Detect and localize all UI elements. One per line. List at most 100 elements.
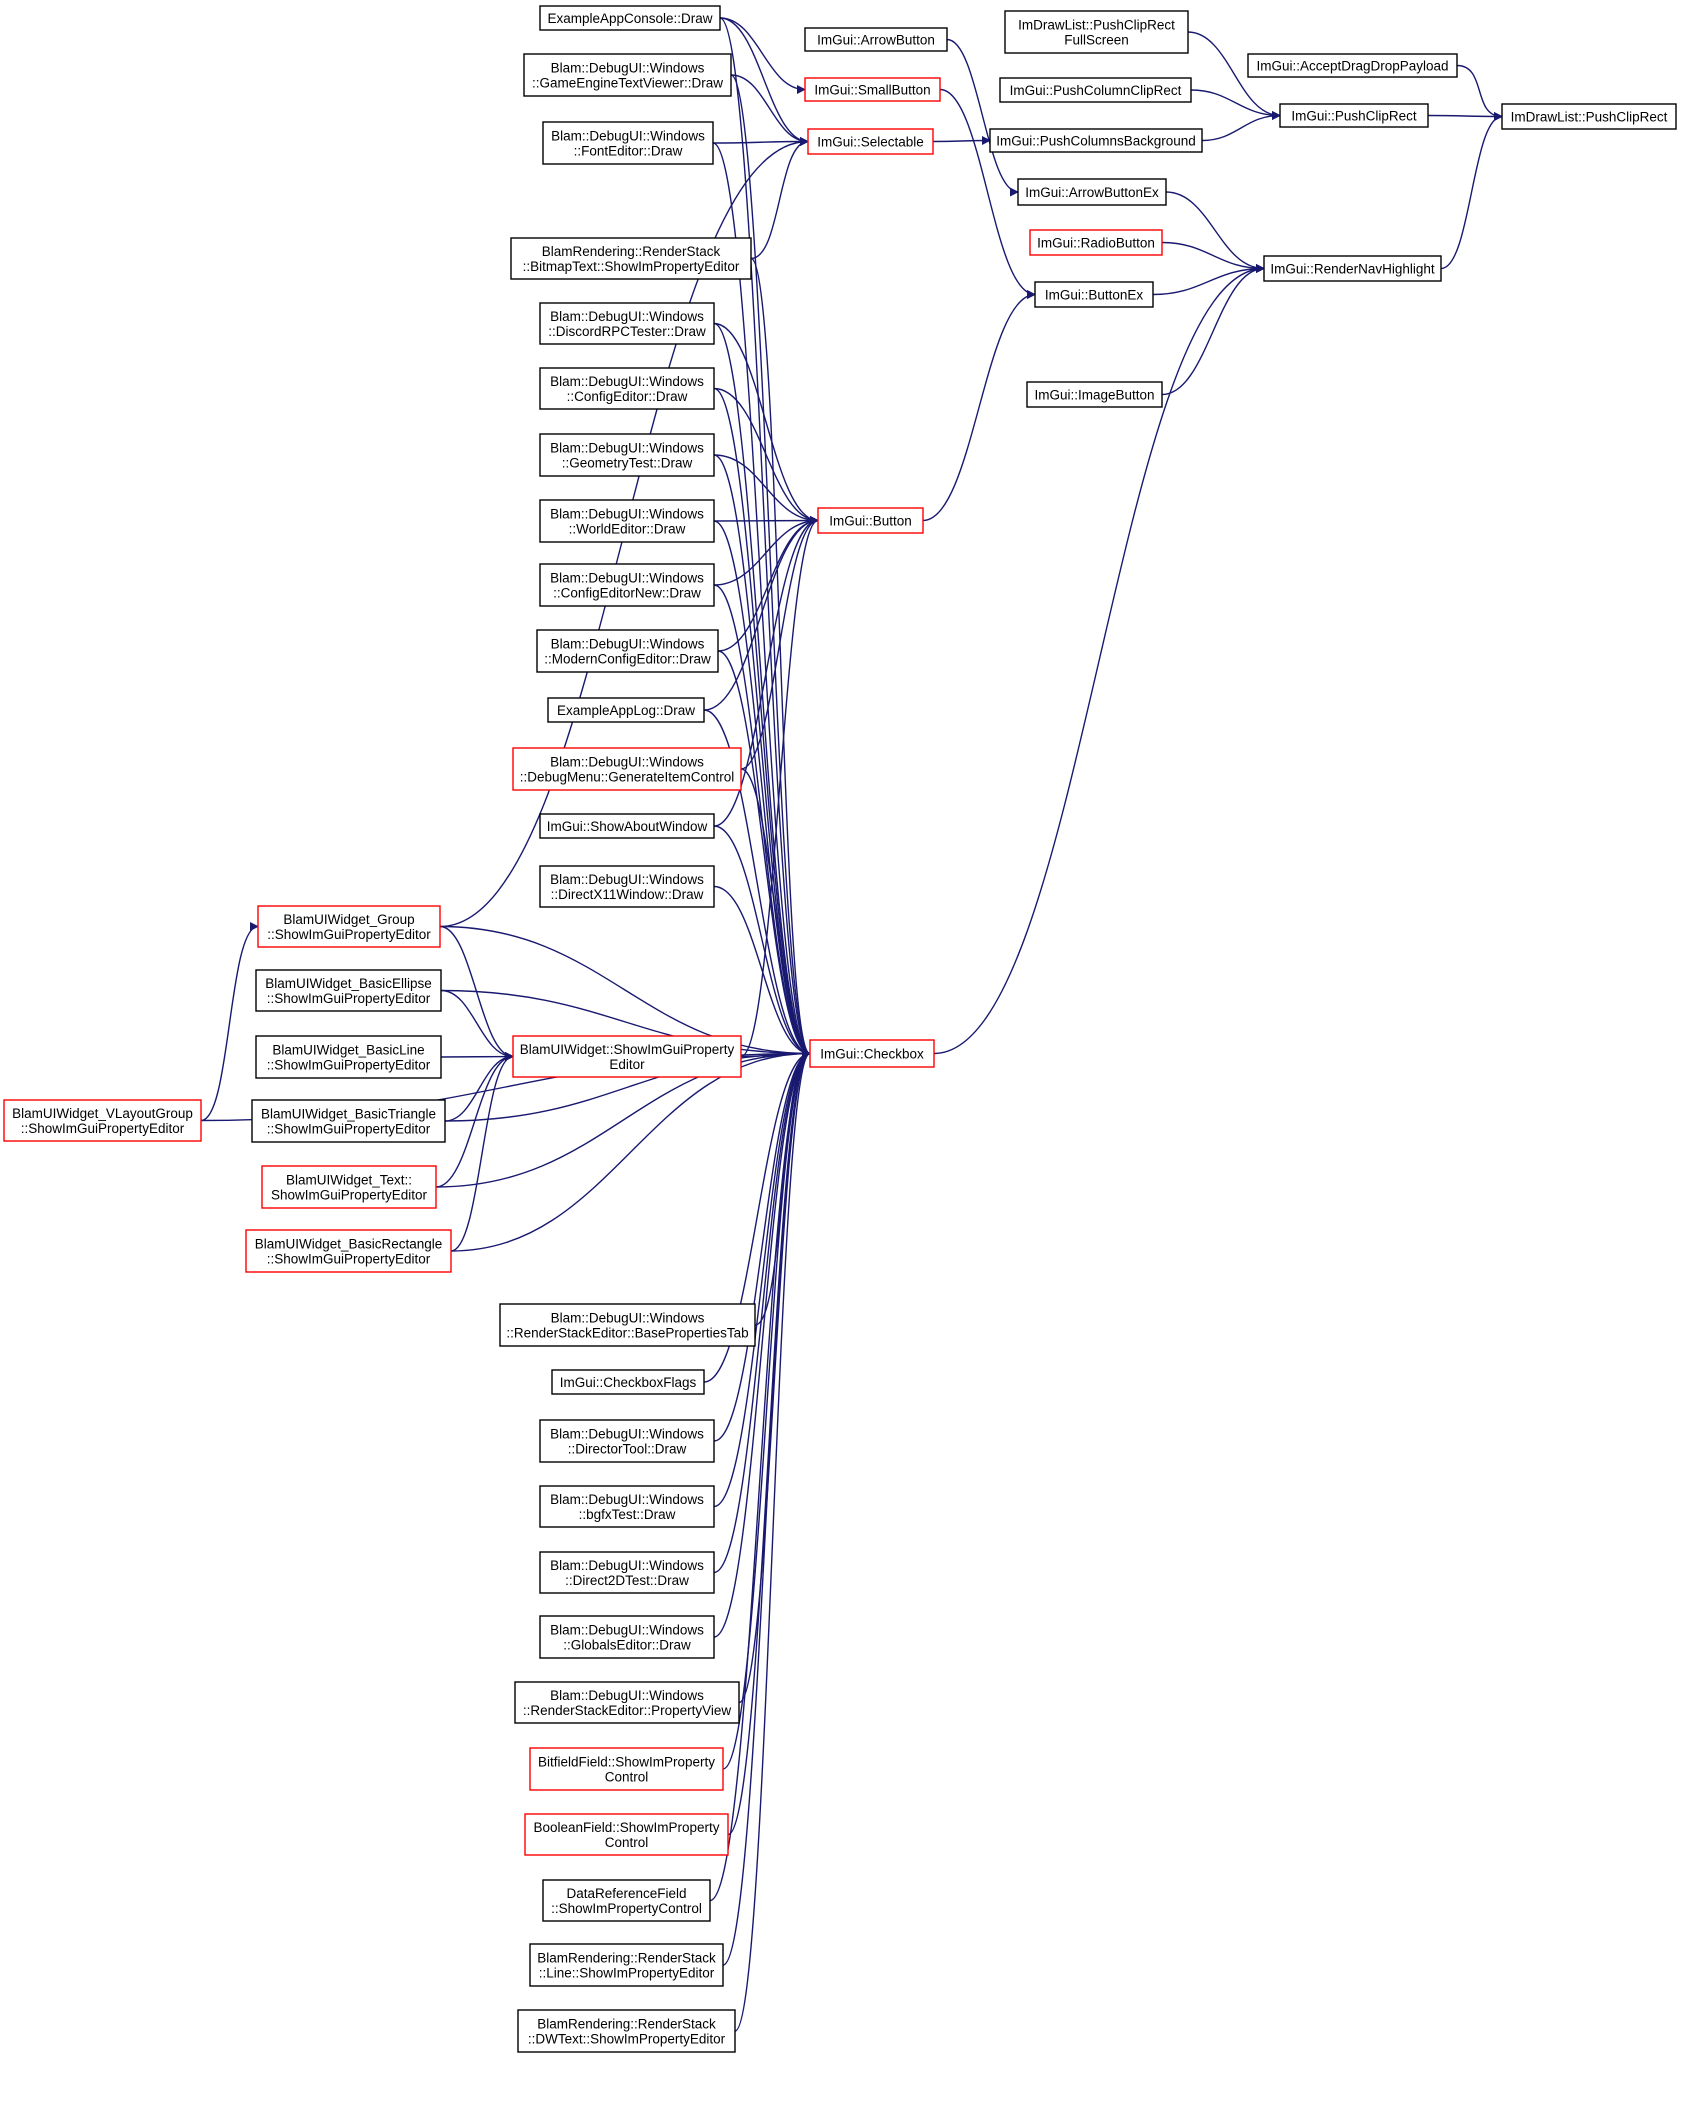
node-wline[interactable]: BlamUIWidget_BasicLine::ShowImGuiPropert… [255,1035,442,1079]
node-d2d[interactable]: Blam::DebugUI::Windows::Direct2DTest::Dr… [539,1551,715,1594]
node-pushcliprect_dl[interactable]: ImDrawList::PushClipRect [1501,103,1677,130]
node-label: ImGui::PushClipRect [1291,109,1417,124]
node-box [1004,10,1189,54]
node-label: BlamUIWidget_BasicRectangle [255,1237,443,1252]
node-label: ::bgfxTest::Draw [579,1507,676,1522]
edge-modernconfig-to-checkbox [717,650,811,1058]
node-showabout[interactable]: ImGui::ShowAboutWindow [539,813,715,839]
node-button[interactable]: ImGui::Button [817,507,924,534]
node-dx11[interactable]: Blam::DebugUI::Windows::DirectX11Window:… [539,865,715,908]
node-label: ::DebugMenu::GenerateItemControl [520,770,735,785]
node-director[interactable]: Blam::DebugUI::Windows::DirectorTool::Dr… [539,1419,715,1463]
node-rsline[interactable]: BlamRendering::RenderStack::Line::ShowIm… [529,1943,724,1987]
node-bgfx[interactable]: Blam::DebugUI::Windows::bgfxTest::Draw [539,1485,715,1528]
node-configednew[interactable]: Blam::DebugUI::Windows::ConfigEditorNew:… [539,563,715,607]
node-label: ImGui::ShowAboutWindow [547,819,708,834]
node-globals[interactable]: Blam::DebugUI::Windows::GlobalsEditor::D… [539,1615,715,1659]
node-bitfield[interactable]: BitfieldField::ShowImPropertyControl [529,1747,724,1791]
node-exconsole[interactable]: ExampleAppConsole::Draw [539,5,721,31]
node-boolfield[interactable]: BooleanField::ShowImPropertyControl [524,1813,729,1856]
node-wrect[interactable]: BlamUIWidget_BasicRectangle::ShowImGuiPr… [245,1229,452,1273]
node-buttonex[interactable]: ImGui::ButtonEx [1034,281,1154,308]
node-label: BlamUIWidget_Text:: [286,1173,412,1188]
node-getv[interactable]: Blam::DebugUI::Windows::GameEngineTextVi… [523,53,732,97]
node-arrowbuttonex[interactable]: ImGui::ArrowButtonEx [1017,178,1167,206]
node-label: BlamUIWidget_BasicTriangle [261,1107,436,1122]
node-label: ::RenderStackEditor::PropertyView [523,1703,732,1718]
node-rsprop[interactable]: Blam::DebugUI::Windows::RenderStackEdito… [514,1681,740,1724]
node-box [539,563,715,607]
node-box [1263,255,1442,282]
node-label: Blam::DebugUI::Windows [550,755,704,770]
node-label: ::DWText::ShowImPropertyEditor [528,2032,726,2047]
node-box [510,237,752,280]
node-widget[interactable]: BlamUIWidget::ShowImGuiPropertyEditor [512,1035,742,1078]
node-rendernavhl[interactable]: ImGui::RenderNavHighlight [1263,255,1442,282]
node-label: ::ShowImGuiPropertyEditor [21,1121,185,1136]
node-pushcolumnclip[interactable]: ImGui::PushColumnClipRect [999,77,1192,103]
node-worlded[interactable]: Blam::DebugUI::Windows::WorldEditor::Dra… [539,499,715,543]
node-checkbox[interactable]: ImGui::Checkbox [809,1039,935,1068]
node-box [539,1419,715,1463]
node-dwtext[interactable]: BlamRendering::RenderStack::DWText::Show… [517,2009,736,2053]
node-label: Blam::DebugUI::Windows [550,1623,704,1638]
node-label: ::ShowImGuiPropertyEditor [267,1058,431,1073]
node-imagebutton[interactable]: ImGui::ImageButton [1026,381,1163,408]
node-radiobutton[interactable]: ImGui::RadioButton [1029,229,1163,256]
node-wtext[interactable]: BlamUIWidget_Text::ShowImGuiPropertyEdit… [261,1165,437,1209]
node-pushcliprect[interactable]: ImGui::PushClipRect [1279,103,1429,128]
node-wgroup[interactable]: BlamUIWidget_Group::ShowImGuiPropertyEdi… [257,905,441,948]
edge-smallbutton-to-buttonex [939,88,1036,299]
node-vlayout[interactable]: BlamUIWidget_VLayoutGroup::ShowImGuiProp… [3,1099,202,1142]
node-discord[interactable]: Blam::DebugUI::Windows::DiscordRPCTester… [539,302,715,345]
edge-fonted-to-checkbox [712,142,811,1058]
edge-bitfield-to-checkbox [722,1049,811,1770]
node-box [1034,281,1154,308]
node-arrowbutton[interactable]: ImGui::ArrowButton [804,27,948,52]
node-modernconfig[interactable]: Blam::DebugUI::Windows::ModernConfigEdit… [536,629,719,673]
node-fonted[interactable]: Blam::DebugUI::Windows::FontEditor::Draw [542,121,714,165]
node-label: BlamRendering::RenderStack [542,244,721,259]
edge-wgroup-to-checkbox [439,925,811,1058]
node-box [539,1551,715,1594]
node-smallbutton[interactable]: ImGui::SmallButton [804,77,941,102]
node-label: Blam::DebugUI::Windows [550,309,704,324]
edge-getv-to-checkbox [730,74,811,1058]
node-label: Blam::DebugUI::Windows [550,1427,704,1442]
edge-configed-to-checkbox [713,387,811,1058]
node-geomtest[interactable]: Blam::DebugUI::Windows::GeometryTest::Dr… [539,433,715,477]
edge-wline-to-widget [440,1052,514,1062]
node-dataref[interactable]: DataReferenceField::ShowImPropertyContro… [542,1879,711,1922]
node-label: Blam::DebugUI::Windows [550,441,704,456]
node-acceptdragdrop[interactable]: ImGui::AcceptDragDropPayload [1247,53,1458,78]
node-label: ::ModernConfigEditor::Draw [544,652,711,667]
node-box [547,697,705,723]
node-debugmenu[interactable]: Blam::DebugUI::Windows::DebugMenu::Gener… [512,747,742,791]
edge-bitmaptext-to-checkbox [750,257,811,1058]
edge-rsline-to-checkbox [722,1049,811,1966]
node-label: ImGui::SmallButton [814,83,930,98]
node-box [257,905,441,948]
node-label: BlamUIWidget_VLayoutGroup [12,1106,193,1121]
edge-worlded-to-button [713,516,819,526]
node-selectable[interactable]: ImGui::Selectable [807,128,934,155]
node-cbflags[interactable]: ImGui::CheckboxFlags [551,1369,705,1395]
edge-globals-to-checkbox [713,1049,811,1638]
edge-wtext-to-widget [435,1052,514,1188]
edge-dataref-to-checkbox [709,1049,811,1902]
node-wellipse[interactable]: BlamUIWidget_BasicEllipse::ShowImGuiProp… [255,969,442,1012]
node-rsbase[interactable]: Blam::DebugUI::Windows::RenderStackEdito… [499,1303,756,1347]
node-pushcolumnsbg[interactable]: ImGui::PushColumnsBackground [989,128,1203,153]
node-exlog[interactable]: ExampleAppLog::Draw [547,697,705,723]
edge-acceptdragdrop-to-pushcliprect_dl [1456,64,1503,121]
node-box [245,1229,452,1273]
node-label: ::GameEngineTextViewer::Draw [532,76,723,91]
node-wtriangle[interactable]: BlamUIWidget_BasicTriangle::ShowImGuiPro… [251,1099,446,1143]
edge-wgroup-to-widget [439,925,514,1061]
node-configed[interactable]: Blam::DebugUI::Windows::ConfigEditor::Dr… [539,367,715,410]
node-label: ::WorldEditor::Draw [569,522,686,537]
node-bitmaptext[interactable]: BlamRendering::RenderStack::BitmapText::… [510,237,752,280]
edge-wtriangle-to-widget [444,1052,514,1122]
node-label: ImGui::Selectable [817,135,924,150]
